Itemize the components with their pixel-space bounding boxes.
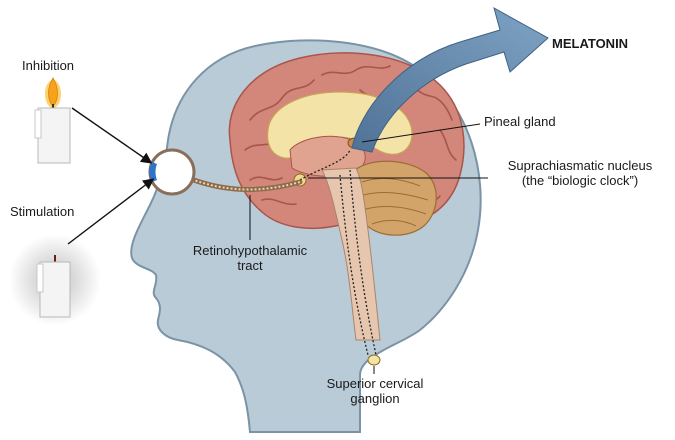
melatonin-label: MELATONIN <box>552 36 628 51</box>
scg-label-line2: ganglion <box>305 391 445 406</box>
scg-label-line1: Superior cervical <box>305 376 445 391</box>
stimulation-label: Stimulation <box>10 204 74 219</box>
scn-label: Suprachiasmatic nucleus (the “biologic c… <box>490 158 670 188</box>
scn-label-line1: Suprachiasmatic nucleus <box>490 158 670 173</box>
rht-label: Retinohypothalamic tract <box>175 243 325 273</box>
eye <box>150 150 194 194</box>
rht-label-line2: tract <box>175 258 325 273</box>
scn-label-line2: (the “biologic clock”) <box>490 173 670 188</box>
scg-label: Superior cervical ganglion <box>305 376 445 406</box>
pineal-gland-label: Pineal gland <box>484 114 556 129</box>
inhibition-arrow <box>72 108 150 162</box>
rht-label-line1: Retinohypothalamic <box>175 243 325 258</box>
superior-cervical-ganglion <box>368 355 380 365</box>
inhibition-label: Inhibition <box>22 58 74 73</box>
lit-candle <box>35 78 70 163</box>
unlit-candle <box>9 234 101 326</box>
